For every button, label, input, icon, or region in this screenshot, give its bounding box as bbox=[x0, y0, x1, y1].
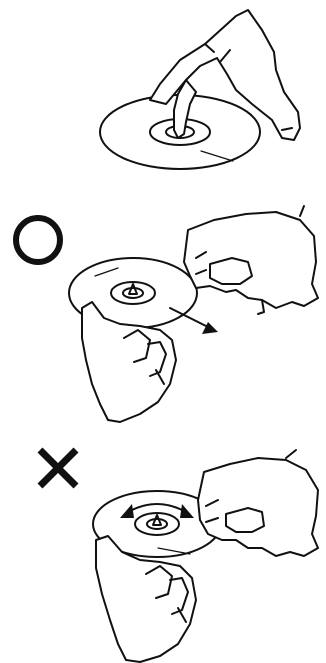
panel-wipe-radially bbox=[16, 206, 318, 422]
cloth-and-right-hand bbox=[184, 206, 318, 314]
panel-wipe-circularly bbox=[40, 450, 318, 662]
circle-icon bbox=[16, 218, 60, 262]
cross-icon bbox=[40, 450, 76, 486]
arrow-outward-icon bbox=[170, 308, 218, 334]
cloth-and-right-hand bbox=[198, 450, 318, 556]
panel-hold-disc bbox=[100, 10, 300, 169]
